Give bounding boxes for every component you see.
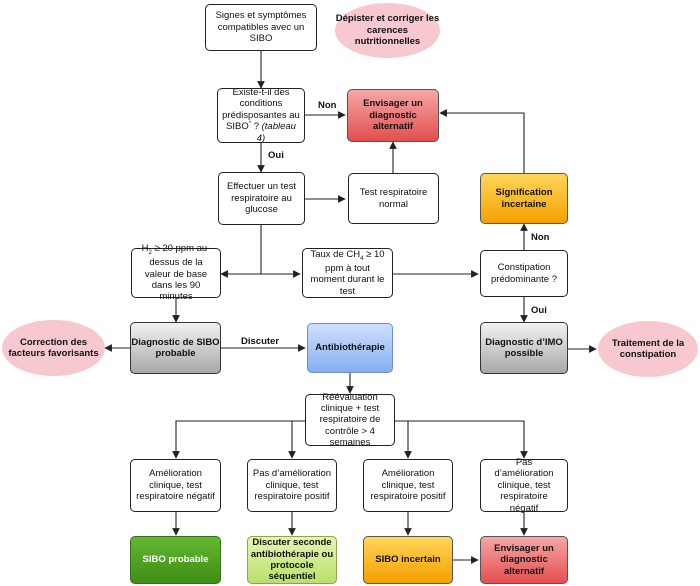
node-reevaluation: Réévaluation clinique + test respiratoir…: [305, 392, 395, 448]
label-non-constipation: Non: [531, 232, 550, 243]
node-h2: H2 ≥ 20 ppm au-dessus de la valeur de ba…: [131, 243, 221, 302]
node-diag-sibo: Diagnostic de SIBO probable: [130, 322, 221, 374]
node-signes: Signes et symptômes compatibles avec un …: [205, 4, 317, 51]
label-oui-existe: Oui: [268, 150, 284, 161]
node-pas-amel-pos: Pas d’amélioration clinique, test respir…: [247, 459, 337, 512]
ch4-text: Taux de CH4 ≥ 10 ppm à tout moment duran…: [310, 248, 385, 297]
arrow-signification-envisager: [439, 109, 525, 173]
node-sibo-incertain: SIBO incertain: [363, 536, 453, 584]
node-envisager-bottom: Envisager un diagnostic alternatif: [480, 536, 568, 584]
label-non-existe: Non: [318, 100, 337, 111]
node-pas-amel-neg: Pas d’amélioration clinique, test respir…: [480, 457, 568, 514]
node-signification: Signification incertaine: [480, 173, 568, 224]
line-reeval-left: [172, 420, 305, 459]
node-envisager-top: Envisager un diagnostic alternatif: [347, 89, 439, 142]
node-discuter-seconde: Discuter seconde antibiothérapie ou prot…: [247, 536, 337, 584]
label-discuter: Discuter: [241, 336, 280, 347]
node-amelioration-pos: Amélioration clinique, test respiratoire…: [363, 459, 453, 512]
node-existe: Existe-t-il des conditions prédisposante…: [217, 86, 305, 144]
node-effectuer: Effectuer un test respiratoire au glucos…: [218, 172, 305, 225]
node-diag-imo: Diagnostic d’IMO possible: [480, 322, 568, 374]
node-test-normal: Test respiratoire normal: [348, 173, 439, 224]
node-constipation: Constipation prédominante ?: [480, 250, 568, 297]
node-amelioration-neg: Amélioration clinique, test respiratoire…: [130, 459, 221, 512]
label-oui-constipation: Oui: [531, 305, 547, 316]
node-traitement: Traitement de la constipation: [598, 321, 698, 377]
node-antibio: Antibiothérapie: [307, 323, 393, 373]
h2-text: H2 ≥ 20 ppm au-dessus de la valeur de ba…: [141, 243, 211, 303]
node-sibo-probable: SIBO probable: [130, 536, 221, 584]
node-depister: Dépister et corriger les carences nutrit…: [335, 3, 440, 58]
existe-text: Existe-t-il des conditions prédisposante…: [222, 86, 300, 144]
node-ch4: Taux de CH4 ≥ 10 ppm à tout moment duran…: [302, 248, 393, 298]
line-reeval-right: [395, 420, 528, 459]
node-correction: Correction des facteurs favorisants: [2, 320, 105, 376]
